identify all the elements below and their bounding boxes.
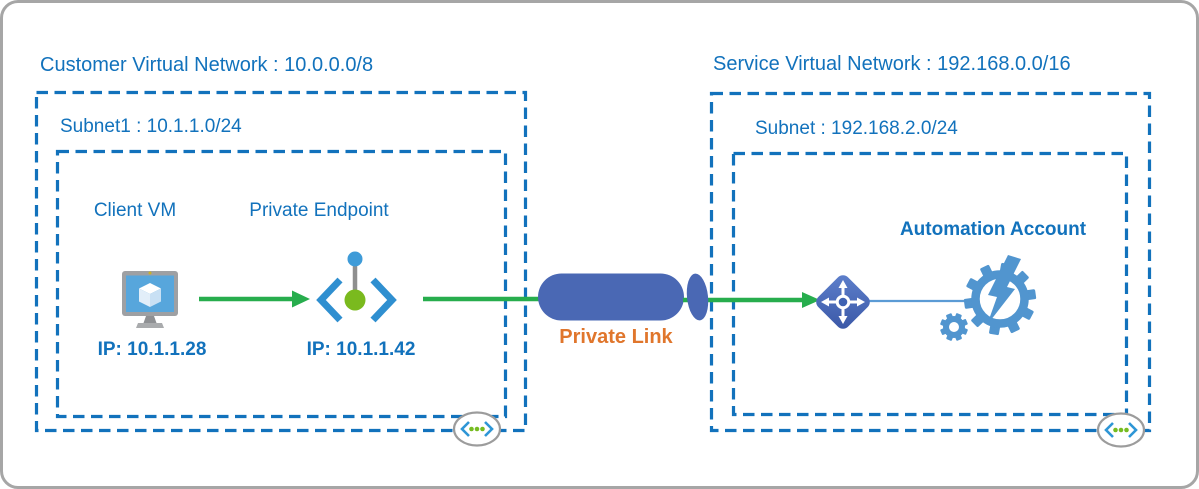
service-vnet-title: Service Virtual Network : 192.168.0.0/16 bbox=[713, 53, 1071, 75]
client-vm-ip: IP: 10.1.1.28 bbox=[97, 339, 207, 360]
customer-vnet-title: Customer Virtual Network : 10.0.0.0/8 bbox=[40, 54, 374, 76]
private-endpoint-label: Private Endpoint bbox=[249, 200, 389, 221]
service-subnet-border bbox=[731, 151, 1129, 417]
customer-subnet-label: Subnet1 : 10.1.1.0/24 bbox=[60, 116, 242, 137]
private-endpoint-ip: IP: 10.1.1.42 bbox=[306, 339, 416, 360]
private-link-label: Private Link bbox=[559, 326, 673, 348]
arrow-vm-to-endpoint bbox=[199, 290, 310, 308]
small-gear-icon bbox=[940, 313, 968, 341]
network-interface-icon bbox=[816, 275, 870, 329]
virtual-network-icon bbox=[1096, 412, 1146, 448]
connector-layer bbox=[34, 90, 1152, 433]
endpoint-top-dot bbox=[347, 251, 363, 267]
service-vnet-border bbox=[709, 91, 1152, 433]
right-angle-bracket bbox=[370, 277, 397, 323]
virtual-network-icon bbox=[452, 411, 502, 447]
camera-dot-icon bbox=[148, 271, 152, 275]
endpoint-green-dot bbox=[344, 289, 366, 311]
service-subnet-label: Subnet : 192.168.2.0/24 bbox=[755, 118, 958, 139]
client-vm-icon bbox=[122, 271, 178, 328]
automation-account-label: Automation Account bbox=[899, 219, 1087, 240]
lightning-bolt-icon bbox=[987, 255, 1021, 325]
customer-vnet-border bbox=[34, 90, 528, 433]
private-endpoint-icon bbox=[316, 251, 397, 323]
automation-account-icon bbox=[940, 255, 1037, 341]
azure-cube-icon bbox=[139, 283, 161, 307]
private-link-cap bbox=[686, 273, 709, 321]
big-gear-icon bbox=[963, 255, 1037, 336]
client-vm-label: Client VM bbox=[93, 200, 177, 221]
customer-subnet-border bbox=[55, 149, 508, 419]
private-link-icon bbox=[538, 273, 684, 321]
left-angle-bracket bbox=[316, 277, 343, 323]
